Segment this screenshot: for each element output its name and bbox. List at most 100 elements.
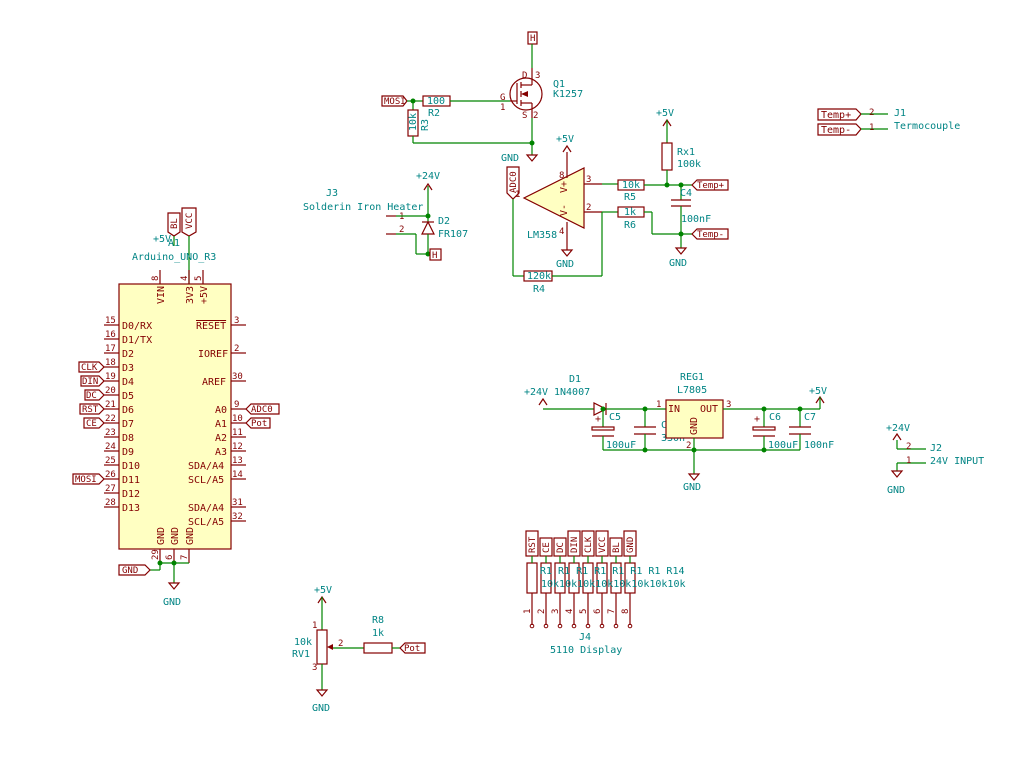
lpin-num-0: 15 xyxy=(105,316,116,326)
j4-pin6: 6 xyxy=(593,609,603,614)
j3-value: Solderin Iron Heater xyxy=(303,202,423,213)
disp-net-clk: CLK xyxy=(584,536,594,553)
lpin-name-7: D7 xyxy=(122,419,134,430)
rpin-name-6: A3 xyxy=(215,447,227,458)
gnd-opamp-label: GND xyxy=(556,259,574,270)
r6-ref: R6 xyxy=(624,220,636,231)
display-net-labels: RST CE DC DIN CLK VCC BL GND xyxy=(525,530,637,557)
regulator-reg1[interactable]: IN OUT GND 1 3 2 REG1 L7805 xyxy=(656,372,731,451)
q1-ref: Q1 xyxy=(553,79,565,90)
heater-connector-j3[interactable]: J3 Solderin Iron Heater 1 2 xyxy=(303,188,428,255)
lpin-name-4: D4 xyxy=(122,377,134,388)
rpin-name-7: SDA/A4 xyxy=(188,461,224,472)
adc0-label: ADC0 xyxy=(506,166,520,200)
j3-pin1: 1 xyxy=(399,212,404,222)
diode-d2[interactable]: D2 FR107 xyxy=(421,213,468,257)
j1-temp-minus-text: Temp- xyxy=(821,125,851,136)
j3-pin2: 2 xyxy=(399,225,404,235)
capacitor-c4[interactable]: C4 100nF xyxy=(671,185,711,234)
resistor-r4[interactable]: 120k R4 xyxy=(523,270,553,295)
gnd-label-q1: GND xyxy=(501,153,519,164)
r5-ref: R5 xyxy=(624,192,636,203)
r4-value: 120k xyxy=(527,271,551,282)
d2-ref: D2 xyxy=(438,216,450,227)
mosfet-q1[interactable]: Q1 K1257 G 1 S 2 D 3 xyxy=(500,68,583,121)
resistor-r5[interactable]: 10k R5 xyxy=(617,179,645,203)
top-pin-5-num: 5 xyxy=(194,276,204,281)
plus5v-rx1: +5V xyxy=(656,108,674,143)
top-pin-4-num: 4 xyxy=(180,276,190,281)
thermocouple-connector-j1[interactable]: Temp+ Temp- 2 1 J1 Termocouple xyxy=(817,108,960,136)
potentiometer-rv1[interactable]: 10k RV1 1 2 3 xyxy=(292,621,343,673)
opamp-pin4: 4 xyxy=(559,227,564,237)
capacitor-c5[interactable]: + C5 100uF xyxy=(591,409,636,451)
display-resistors: R1 R1 R1 R1 R1 R1 R1 R14 10k10k10k10k10k… xyxy=(526,556,686,594)
j4-value: 5110 Display xyxy=(550,645,622,656)
q1-drain-label: D xyxy=(522,71,527,81)
plus24v-d2: +24V xyxy=(416,171,440,216)
lpin-name-2: D2 xyxy=(122,349,134,360)
lpin-num-9: 24 xyxy=(105,442,116,452)
gnd-c4-label: GND xyxy=(669,258,687,269)
rx1-value: 100k xyxy=(677,159,701,170)
j4-pin1: 1 xyxy=(523,609,533,614)
lpin-name-8: D8 xyxy=(122,433,134,444)
display-connector-j4[interactable]: RST CE DC DIN CLK VCC BL GND xyxy=(523,530,686,656)
opamp-lm358[interactable]: V+ V- LM358 3 2 1 8 4 xyxy=(515,152,602,250)
resistor-r6[interactable]: 1k R6 xyxy=(617,206,645,231)
resistor-r3[interactable]: 10k R3 xyxy=(407,101,431,143)
power-input-connector-j2[interactable]: +24V GND 2 1 J2 24V INPUT xyxy=(886,423,984,496)
arduino-left-pins: 15 16 17 18 19 20 21 22 23 24 25 26 27 2… xyxy=(104,316,152,514)
resistor-rx1[interactable]: Rx1 100k xyxy=(661,142,701,171)
lpin-name-3: D3 xyxy=(122,363,134,374)
q1-pin3-num: 3 xyxy=(535,71,540,81)
plus5v-arduino-label: +5V xyxy=(153,234,171,245)
r2-value: 100 xyxy=(427,96,445,107)
lpin-name-9: D9 xyxy=(122,447,134,458)
j3-ref: J3 xyxy=(326,188,338,199)
j4-pin4: 4 xyxy=(565,609,575,614)
plus5v-opamp: +5V xyxy=(556,134,574,153)
q1-gate-label: G xyxy=(500,93,505,103)
capacitor-c7[interactable]: C7 100nF xyxy=(789,409,834,451)
lpin-num-3: 18 xyxy=(105,358,116,368)
c5-value: 100uF xyxy=(606,440,636,451)
resistor-r8[interactable]: R8 1k xyxy=(363,615,393,654)
ce-label-arduino: CE xyxy=(86,419,97,429)
lpin-name-0: D0/RX xyxy=(122,321,152,332)
capacitor-c6[interactable]: + C6 100uF xyxy=(752,409,798,451)
opamp-ref: LM358 xyxy=(527,230,557,241)
lpin-num-11: 26 xyxy=(105,470,116,480)
bpin-num-1: 6 xyxy=(165,555,175,560)
plus5v-psu-label: +5V xyxy=(809,386,827,397)
bpin-name-2: GND xyxy=(185,527,196,545)
rv1-pin2: 2 xyxy=(338,639,343,649)
rpin-num-9: 31 xyxy=(232,498,243,508)
j4-pin8: 8 xyxy=(621,609,631,614)
d1-value: 1N4007 xyxy=(554,387,590,398)
c6-ref: C6 xyxy=(769,412,781,423)
plus24v-label-d2: +24V xyxy=(416,171,440,182)
r8-value: 1k xyxy=(372,628,384,639)
j2-pin1: 1 xyxy=(906,456,911,466)
resistor-r2[interactable]: 100 R2 xyxy=(422,95,451,119)
gnd-net-label-arduino xyxy=(118,564,151,576)
mosfet-driver-section: H Q1 K1257 G 1 S 2 D 3 MO xyxy=(381,31,583,164)
lpin-name-1: D1/TX xyxy=(122,335,152,346)
opamp-section: ADC0 V+ V- LM358 3 2 1 8 4 +5V GND xyxy=(506,108,729,295)
disp-net-din: DIN xyxy=(570,537,580,553)
r6-value: 1k xyxy=(624,207,636,218)
r3-ref: R3 xyxy=(420,119,431,131)
q1-source-label: S xyxy=(522,111,527,121)
r3-value: 10k xyxy=(408,113,419,131)
reg1-in: IN xyxy=(668,404,680,415)
arduino-a1[interactable]: BL VCC +5V A1 Arduino_UNO_R3 8 4 5 VIN 3… xyxy=(72,207,280,608)
h-bottom-text: H xyxy=(432,251,437,261)
reg1-pin2: 2 xyxy=(686,441,691,451)
adc0-text: ADC0 xyxy=(509,171,519,193)
power-supply-section: +24V D1 1N4007 + C5 100uF C2 xyxy=(524,372,834,493)
lpin-num-8: 23 xyxy=(105,428,116,438)
c4-value: 100nF xyxy=(681,214,711,225)
rpin-name-8: SCL/A5 xyxy=(188,475,224,486)
